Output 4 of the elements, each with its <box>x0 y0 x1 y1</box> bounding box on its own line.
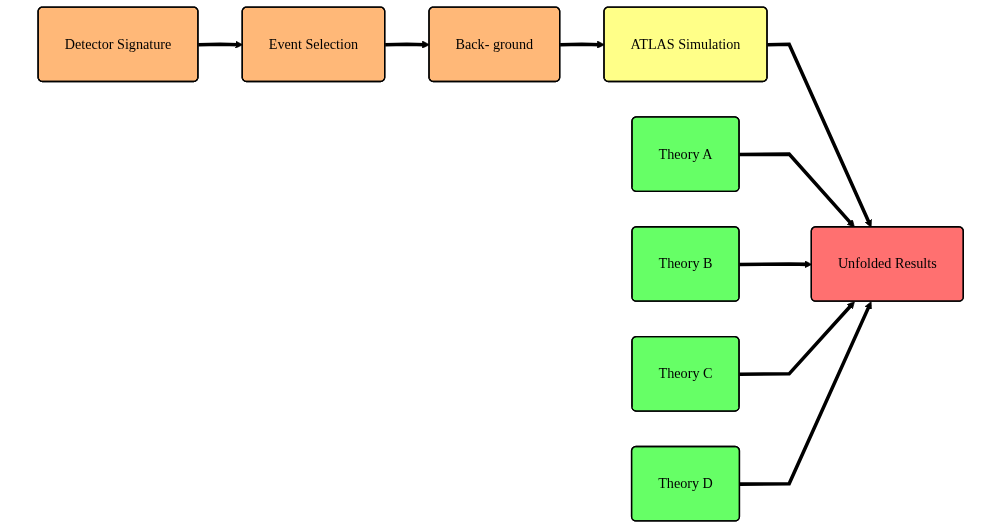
arrow <box>739 152 856 228</box>
arrow <box>739 301 856 377</box>
arrow <box>767 42 873 228</box>
arrow <box>740 301 873 486</box>
